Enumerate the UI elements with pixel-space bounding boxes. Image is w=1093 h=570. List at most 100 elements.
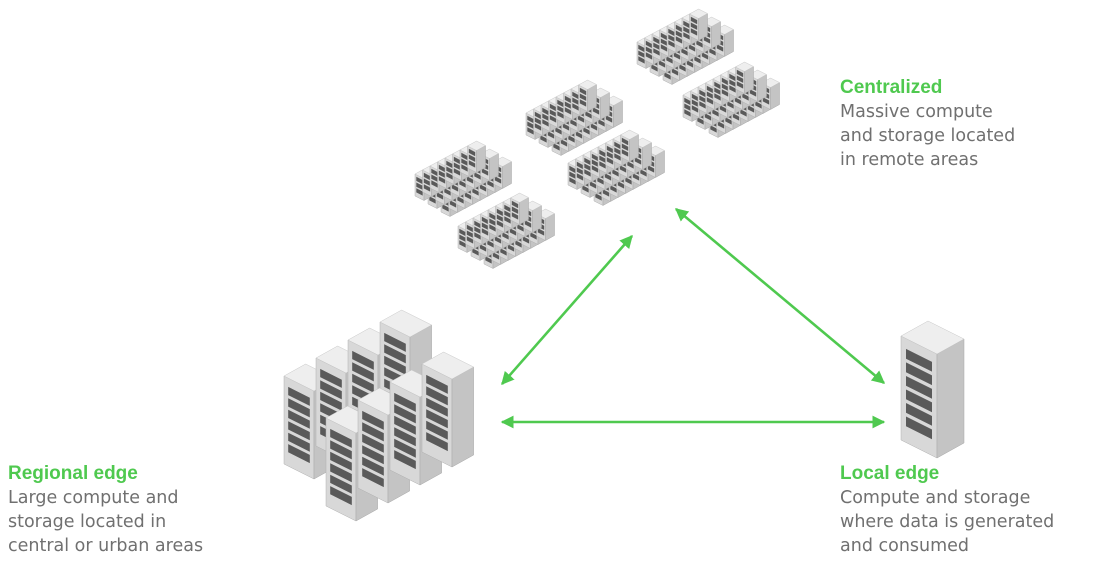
rack-slot (734, 97, 742, 105)
rack-slot (599, 155, 606, 163)
rack-slot (589, 181, 597, 189)
rack-slot (549, 103, 557, 112)
rack-slot (671, 68, 679, 76)
rack-slot (651, 64, 658, 72)
rack-slot (721, 83, 729, 91)
rack-slot (584, 163, 591, 171)
rack-slot (572, 91, 579, 100)
rack-slot (444, 188, 451, 196)
rack-slot (703, 36, 711, 44)
rack-slot (459, 228, 466, 237)
rack-slot (614, 147, 621, 155)
local-edge-desc-line-2: where data is generated (840, 512, 1055, 532)
rack-slot (706, 85, 714, 94)
rack-top (688, 8, 709, 19)
rack-slot (466, 176, 474, 184)
rack-slot (429, 196, 436, 204)
rack-slot (686, 60, 694, 68)
rack-slot (736, 69, 744, 78)
datacenter-rack (688, 8, 709, 41)
regional-edge-racks-illustration (283, 309, 475, 522)
local-edge-label: Local edge Compute and storage where dat… (840, 462, 1054, 558)
rack-slot (438, 170, 446, 178)
centralized-desc-line-1: Massive compute (840, 102, 993, 122)
rack-slot (384, 332, 406, 352)
centralized-title: Centralized (840, 77, 943, 98)
rack-slot (362, 433, 384, 453)
centralized-label: Centralized Massive compute and storage … (840, 76, 1015, 172)
rack-slot (664, 72, 671, 80)
rack-slot (464, 192, 472, 200)
rack-slot (679, 64, 686, 72)
rack-slot (906, 403, 932, 426)
rack-slot (617, 181, 625, 189)
rack-slot (675, 30, 683, 38)
rack-slot (534, 111, 542, 120)
rack-slot (511, 206, 519, 214)
rack-slot (696, 40, 703, 48)
rack-slot (591, 153, 599, 162)
rack-slot (438, 164, 446, 173)
rack-slot (742, 93, 749, 101)
rack-slot (699, 89, 706, 98)
rack-slot (732, 113, 740, 121)
local-edge-desc-line-1: Compute and storage (840, 488, 1031, 508)
rack-slot (653, 36, 660, 45)
datacenter-rack (577, 79, 598, 112)
datacenter-rack (466, 140, 487, 173)
rack-slot (494, 236, 502, 244)
rack-slot (547, 131, 555, 139)
rack-slot (569, 177, 576, 185)
rack-slot (416, 182, 423, 190)
rack-slot (736, 81, 744, 89)
rack-slot (527, 127, 534, 135)
connection-arrows (500, 208, 886, 429)
rack-slot (645, 40, 653, 49)
rack-slot (384, 355, 406, 375)
rack-slot (461, 164, 468, 172)
rack-slot (634, 157, 642, 165)
rack-slot (714, 93, 721, 101)
rack-slot (426, 374, 448, 394)
cluster-n-row (525, 79, 598, 140)
rack-slot (592, 107, 600, 115)
rack-slot (394, 392, 416, 412)
rack-slot (653, 42, 660, 50)
rack-slot (582, 185, 589, 193)
rack-slot (621, 143, 629, 151)
rack-slot (684, 103, 691, 111)
rack-slot (577, 115, 585, 123)
rack-slot (683, 26, 690, 34)
rack-slot (431, 180, 438, 188)
rack-slot (423, 178, 431, 186)
rack-slot (572, 97, 579, 105)
rack-slot (755, 101, 762, 109)
rack-slot (668, 28, 675, 37)
rack-slot (729, 73, 736, 82)
rack-slot (496, 214, 504, 222)
rack-slot (330, 451, 352, 471)
rack-slot (481, 168, 489, 176)
rack-slot (576, 173, 584, 181)
rack-slot (472, 248, 479, 256)
rack-slot (527, 115, 534, 124)
local-edge-desc-line-3: and consumed (840, 536, 970, 556)
regional-front-rack-4 (421, 351, 475, 468)
rack-slot (557, 111, 564, 119)
rack-slot (511, 212, 519, 220)
rack-slot (474, 220, 481, 229)
rack-slot (570, 119, 577, 127)
rack-slot (416, 176, 423, 185)
rack-slot (352, 373, 374, 393)
rack-slot (569, 171, 576, 179)
rack-top (734, 61, 755, 72)
rack-slot (352, 350, 374, 370)
rack-slot (527, 121, 534, 129)
rack-slot (487, 180, 494, 188)
rack-top (900, 320, 965, 355)
rack-slot (542, 119, 549, 127)
centralized-desc-line-3: in remote areas (840, 150, 979, 170)
rack-slot (394, 404, 416, 424)
rack-slot (487, 240, 494, 248)
